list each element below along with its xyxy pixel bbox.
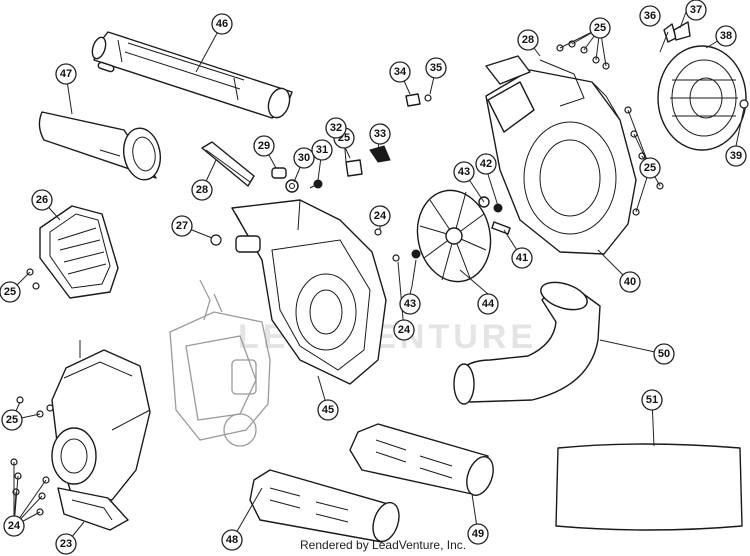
svg-text:50: 50 [658,348,670,360]
callout-25-left: 25 [0,281,21,303]
callout-41: 41 [511,247,533,269]
callout-23: 23 [55,533,77,555]
svg-text:36: 36 [644,10,656,22]
callout-26: 26 [31,189,53,211]
svg-text:48: 48 [226,534,238,546]
callout-51: 51 [641,389,663,411]
callout-30: 30 [293,147,315,169]
rendered-by-footer: Rendered by LeadVenture, Inc. [300,538,467,552]
callout-31: 31 [311,139,333,161]
svg-text:30: 30 [298,152,310,164]
svg-text:37: 37 [690,4,702,16]
callout-44: 44 [477,293,499,315]
callout-45: 45 [317,399,339,421]
svg-text:43: 43 [404,298,416,310]
callout-39: 39 [725,145,747,167]
part-47-nozzle [38,111,161,181]
svg-text:47: 47 [60,68,72,80]
callout-34: 34 [389,61,411,83]
part-51-bag [555,443,743,531]
callout-43-lower: 43 [399,293,421,315]
svg-text:29: 29 [258,140,270,152]
callout-46: 46 [211,13,233,35]
svg-text:34: 34 [394,66,407,78]
part-48-tube [249,469,400,543]
svg-text:25: 25 [4,286,16,298]
callout-29: 29 [253,135,275,157]
svg-text:25: 25 [644,162,656,174]
svg-text:28: 28 [196,184,208,196]
callout-28-right: 28 [517,29,539,51]
callout-25-right: 25 [639,157,661,179]
svg-text:25: 25 [6,414,18,426]
callout-42: 42 [475,153,497,175]
svg-text:25: 25 [594,22,606,34]
svg-text:45: 45 [322,404,334,416]
part-38-fan-cover [657,45,747,151]
part-45-fan-housing [231,199,387,385]
callout-36: 36 [639,5,661,27]
part-26-intake-cover [39,205,119,299]
callout-24-bottom-left: 24 [3,515,25,537]
svg-text:28: 28 [522,34,534,46]
svg-text:39: 39 [730,150,742,162]
svg-text:23: 23 [60,538,72,550]
part-49-tube [349,423,494,496]
svg-text:26: 26 [36,194,48,206]
callout-47: 47 [55,63,77,85]
hardware-29-33 [271,145,391,193]
callout-32: 32 [325,117,347,139]
callout-43-upper: 43 [453,161,475,183]
part-23-handle-housing [51,349,151,531]
part-50-elbow-tube [453,281,601,405]
callout-38: 38 [715,25,737,47]
svg-text:32: 32 [330,122,342,134]
svg-text:41: 41 [516,252,528,264]
callout-24-mid-top: 24 [369,205,391,227]
part-46-blower-tube [91,31,293,119]
svg-text:44: 44 [482,298,495,310]
callout-27: 27 [171,215,193,237]
svg-text:24: 24 [374,210,387,222]
engine-outline-ghost [169,279,271,447]
svg-text:24: 24 [398,324,411,336]
part-28-cord-grip [201,141,255,187]
svg-text:40: 40 [624,276,636,288]
callout-49: 49 [467,523,489,545]
callout-24-mid-bottom: 24 [393,319,415,341]
svg-text:31: 31 [316,144,328,156]
hardware-36-37 [663,21,691,43]
callout-28-left: 28 [191,179,213,201]
svg-text:38: 38 [720,30,732,42]
callout-35: 35 [425,57,447,79]
callout-25-lower-left: 25 [1,409,23,431]
hardware-34-35 [405,93,432,107]
part-44-impeller [416,189,492,283]
callout-40: 40 [619,271,641,293]
svg-text:46: 46 [216,18,228,30]
callout-37: 37 [685,0,707,21]
svg-text:49: 49 [472,528,484,540]
callout-48: 48 [221,529,243,551]
svg-text:27: 27 [176,220,188,232]
svg-text:51: 51 [646,394,658,406]
screws [10,40,749,516]
svg-text:24: 24 [8,520,21,532]
callout-33: 33 [369,123,391,145]
part-28-throttle-bracket [485,55,585,107]
svg-text:43: 43 [458,166,470,178]
callout-25-top-right: 25 [589,17,611,39]
svg-text:35: 35 [430,62,442,74]
part-40-blower-housing [485,69,637,255]
svg-text:33: 33 [374,128,386,140]
callout-50: 50 [653,343,675,365]
svg-text:42: 42 [480,158,492,170]
